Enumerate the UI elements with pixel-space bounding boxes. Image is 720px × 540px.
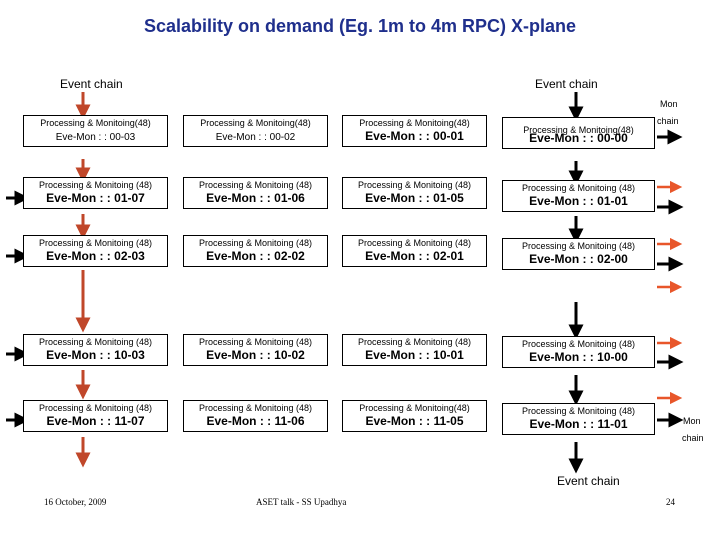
footer-page-number: 24 xyxy=(666,497,675,507)
process-label: Processing & Monitoing (48) xyxy=(198,238,313,248)
processing-box-01-05: Processing & Monitoing (48) Eve-Mon : : … xyxy=(342,177,487,209)
process-label: Processing & Monitoing (48) xyxy=(38,337,153,347)
process-label: Processing & Monitoing (48) xyxy=(38,180,153,190)
eve-mon-label: Eve-Mon : : 00-00 xyxy=(529,131,628,145)
eve-mon-label: Eve-Mon : : 00-01 xyxy=(365,129,464,143)
processing-box-00-03: Processing & Monitoing(48) Eve-Mon : : 0… xyxy=(23,115,168,147)
eve-mon-label: Eve-Mon : : 00-02 xyxy=(215,132,296,143)
process-label: Processing & Monitoing (48) xyxy=(357,238,472,248)
eve-mon-label: Eve-Mon : : 02-00 xyxy=(529,252,628,266)
processing-box-11-06: Processing & Monitoing (48) Eve-Mon : : … xyxy=(183,400,328,432)
event-chain-label-left: Event chain xyxy=(60,77,123,91)
mon-chain-label-top-2: chain xyxy=(657,116,679,126)
processing-box-10-01: Processing & Monitoing (48) Eve-Mon : : … xyxy=(342,334,487,366)
processing-box-02-01: Processing & Monitoing (48) Eve-Mon : : … xyxy=(342,235,487,267)
mon-chain-label-bottom-1: Mon xyxy=(683,416,701,426)
processing-box-02-00: Processing & Monitoing (48) Eve-Mon : : … xyxy=(502,238,655,270)
process-label: Processing & Monitoing (48) xyxy=(198,337,313,347)
eve-mon-label: Eve-Mon : : 02-03 xyxy=(46,249,145,263)
process-label: Processing & Monitoing (48) xyxy=(521,241,636,251)
processing-box-10-02: Processing & Monitoing (48) Eve-Mon : : … xyxy=(183,334,328,366)
processing-box-00-00: Processing & Monitoing(48) Eve-Mon : : 0… xyxy=(502,117,655,149)
process-label: Processing & Monitoing (48) xyxy=(357,180,472,190)
processing-box-01-01: Processing & Monitoing (48) Eve-Mon : : … xyxy=(502,180,655,212)
process-label: Processing & Monitoing (48) xyxy=(521,406,636,416)
eve-mon-label: Eve-Mon : : 11-05 xyxy=(365,414,464,428)
slide-title: Scalability on demand (Eg. 1m to 4m RPC)… xyxy=(143,16,577,36)
eve-mon-label: Eve-Mon : : 11-07 xyxy=(46,414,145,428)
eve-mon-label: Eve-Mon : : 00-03 xyxy=(55,132,136,143)
eve-mon-label: Eve-Mon : : 01-06 xyxy=(206,191,305,205)
processing-box-10-00: Processing & Monitoing (48) Eve-Mon : : … xyxy=(502,336,655,368)
process-label: Processing & Monitoing(48) xyxy=(40,118,151,128)
mon-chain-label-top-1: Mon xyxy=(660,99,678,109)
processing-box-02-02: Processing & Monitoing (48) Eve-Mon : : … xyxy=(183,235,328,267)
eve-mon-label: Eve-Mon : : 10-01 xyxy=(365,348,464,362)
processing-box-00-01: Processing & Monitoing(48) Eve-Mon : : 0… xyxy=(342,115,487,147)
processing-box-10-03: Processing & Monitoing (48) Eve-Mon : : … xyxy=(23,334,168,366)
eve-mon-label: Eve-Mon : : 01-05 xyxy=(365,191,464,205)
process-label: Processing & Monitoing(48) xyxy=(359,118,470,128)
eve-mon-label: Eve-Mon : : 02-02 xyxy=(206,249,305,263)
footer-talk: ASET talk - SS Upadhya xyxy=(256,497,347,507)
eve-mon-label: Eve-Mon : : 10-02 xyxy=(206,348,305,362)
process-label: Processing & Monitoing (48) xyxy=(521,183,636,193)
eve-mon-label: Eve-Mon : : 11-01 xyxy=(529,417,628,431)
footer-date: 16 October, 2009 xyxy=(44,497,107,507)
eve-mon-label: Eve-Mon : : 01-07 xyxy=(46,191,145,205)
process-label: Processing & Monitoing (48) xyxy=(357,337,472,347)
process-label: Processing & Monitoing (48) xyxy=(198,403,313,413)
eve-mon-label: Eve-Mon : : 11-06 xyxy=(206,414,305,428)
process-label: Processing & Monitoing(48) xyxy=(200,118,311,128)
eve-mon-label: Eve-Mon : : 02-01 xyxy=(365,249,464,263)
event-chain-label-right: Event chain xyxy=(535,77,598,91)
process-label: Processing & Monitoing(48) xyxy=(523,125,634,135)
eve-mon-label: Eve-Mon : : 01-01 xyxy=(529,194,628,208)
process-label: Processing & Monitoing (48) xyxy=(198,180,313,190)
processing-box-11-07: Processing & Monitoing (48) Eve-Mon : : … xyxy=(23,400,168,432)
eve-mon-label: Eve-Mon : : 10-03 xyxy=(46,348,145,362)
processing-box-01-07: Processing & Monitoing (48) Eve-Mon : : … xyxy=(23,177,168,209)
process-label: Processing & Monitoing (48) xyxy=(38,403,153,413)
process-label: Processing & Monitoing(48) xyxy=(359,403,470,413)
process-label: Processing & Monitoing (48) xyxy=(521,339,636,349)
eve-mon-label: Eve-Mon : : 10-00 xyxy=(529,350,628,364)
processing-box-01-06: Processing & Monitoing (48) Eve-Mon : : … xyxy=(183,177,328,209)
mon-chain-label-bottom-2: chain xyxy=(682,433,704,443)
process-label: Processing & Monitoing (48) xyxy=(38,238,153,248)
processing-box-11-01: Processing & Monitoing (48) Eve-Mon : : … xyxy=(502,403,655,435)
processing-box-11-05: Processing & Monitoing(48) Eve-Mon : : 1… xyxy=(342,400,487,432)
event-chain-label-bottom: Event chain xyxy=(557,474,620,488)
processing-box-02-03: Processing & Monitoing (48) Eve-Mon : : … xyxy=(23,235,168,267)
processing-box-00-02: Processing & Monitoing(48) Eve-Mon : : 0… xyxy=(183,115,328,147)
